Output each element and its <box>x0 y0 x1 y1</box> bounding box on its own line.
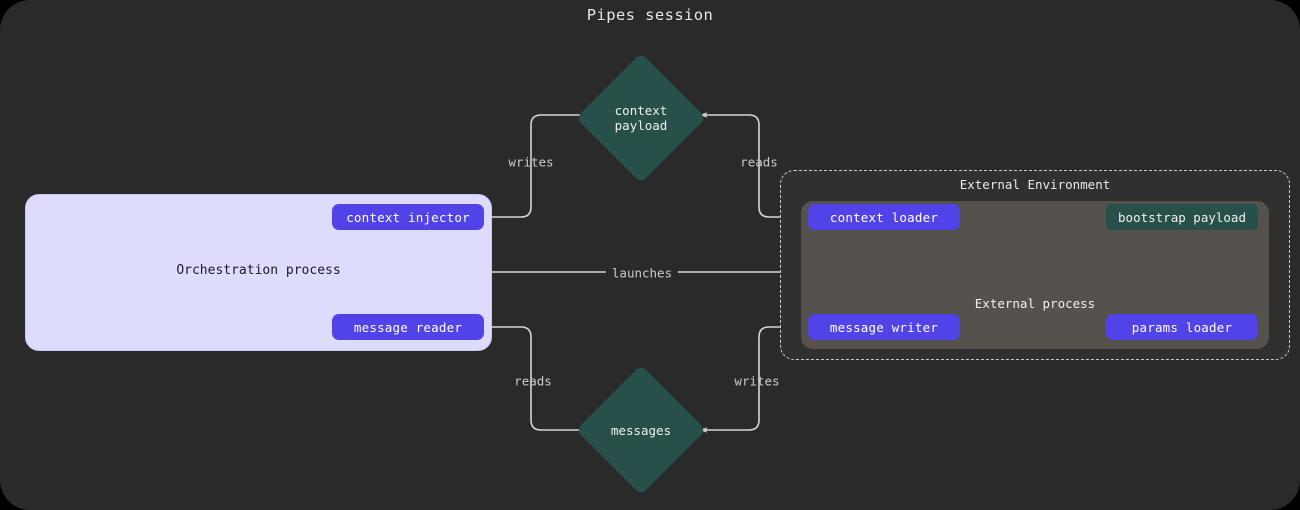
edge-message-reader-reads-messages <box>490 326 591 433</box>
external-environment-label: External Environment <box>959 177 1111 192</box>
asset-messages[interactable]: messages <box>575 364 707 496</box>
edge-label-reads-context-payload: reads <box>740 154 778 170</box>
edge-message-writer-writes-messages <box>699 326 808 433</box>
edge-label-launches: launches <box>605 265 679 281</box>
asset-context-payload[interactable]: context payload <box>575 52 707 184</box>
diamond-shape-messages <box>575 364 707 496</box>
edge-label-writes-messages: writes <box>734 373 780 389</box>
edge-label-writes-context-payload: writes <box>508 154 554 170</box>
external-process-label: External process <box>974 296 1096 311</box>
page-title: Pipes session <box>586 6 714 24</box>
op-message-reader[interactable]: message reader <box>332 314 484 340</box>
op-message-writer[interactable]: message writer <box>808 314 960 340</box>
orchestration-process-label: Orchestration process <box>176 263 341 278</box>
edge-context-loader-reads-context-payload <box>699 112 808 218</box>
diamond-shape-context-payload <box>575 52 707 184</box>
edge-context-injector-writes-context-payload <box>490 112 591 218</box>
op-params-loader[interactable]: params loader <box>1106 314 1258 340</box>
op-context-loader[interactable]: context loader <box>808 204 960 230</box>
edge-label-reads-messages: reads <box>514 373 552 389</box>
asset-bootstrap-payload[interactable]: bootstrap payload <box>1106 204 1258 230</box>
op-context-injector[interactable]: context injector <box>332 204 484 230</box>
